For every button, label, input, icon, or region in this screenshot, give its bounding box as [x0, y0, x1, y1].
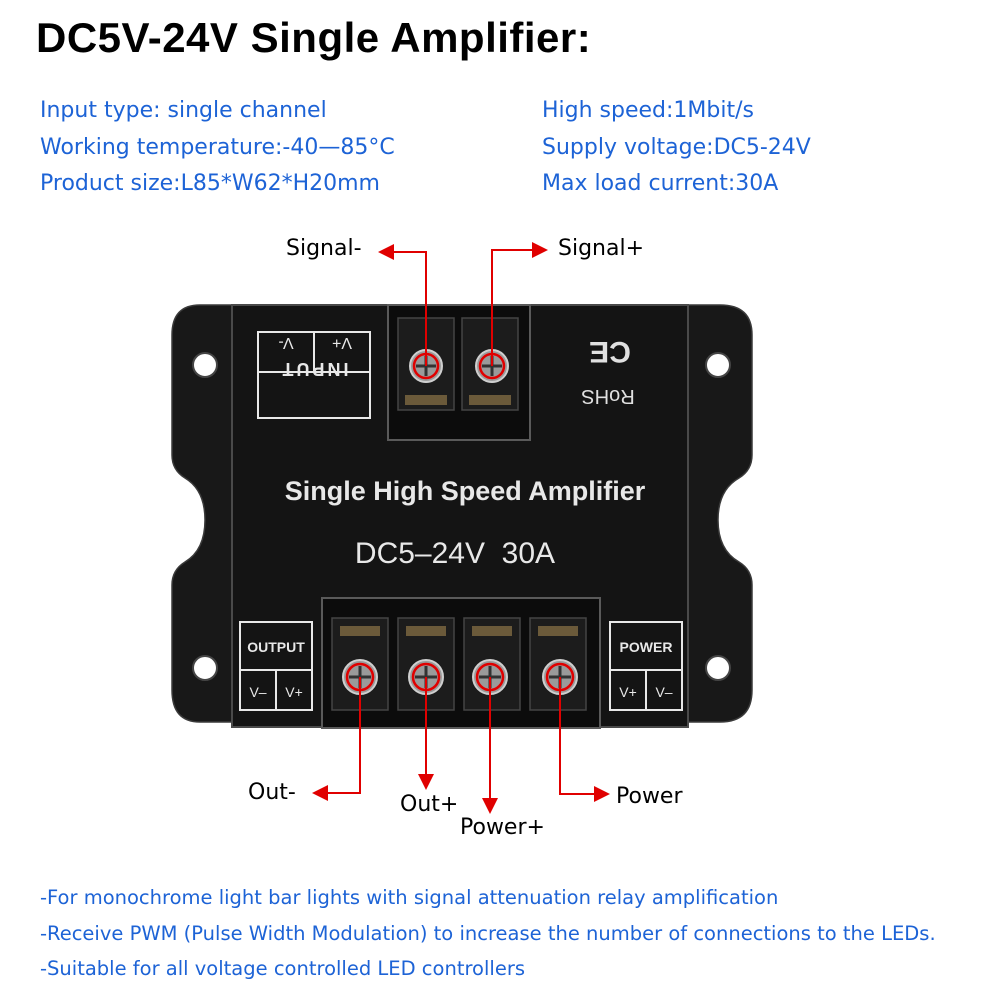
- callout-signal-plus: Signal+: [558, 236, 645, 261]
- mounting-flange-left: [171, 304, 236, 723]
- feature-note: -For monochrome light bar lights with si…: [40, 886, 779, 909]
- device-name-label: Single High Speed Amplifier: [285, 476, 646, 506]
- signal-plus-arrow-icon: [491, 242, 548, 366]
- out-minus-arrow-icon: [312, 677, 361, 801]
- spec-high-speed: High speed:1Mbit/s: [542, 98, 754, 123]
- spec-supply-voltage: Supply voltage:DC5-24V: [542, 135, 811, 160]
- feature-note: -Suitable for all voltage controlled LED…: [40, 957, 525, 980]
- spec-max-load-current: Max load current:30A: [542, 171, 779, 196]
- callout-arrows: [312, 242, 610, 814]
- callout-out-minus: Out-: [248, 780, 296, 805]
- output-v-plus: V+: [285, 684, 303, 700]
- device-rating-label: DC5–24V 30A: [355, 537, 555, 570]
- signal-minus-arrow-icon: [378, 244, 427, 366]
- mounting-flange-right: [684, 304, 753, 723]
- spec-input-type: Input type: single channel: [40, 98, 327, 123]
- signal-terminal-block: [387, 304, 531, 441]
- spec-working-temperature: Working temperature:-40—85°C: [40, 135, 395, 160]
- output-v-minus: V–: [249, 684, 266, 700]
- output-label-box: OUTPUT V– V+: [239, 621, 313, 711]
- page-title: DC5V-24V Single Amplifier:: [36, 14, 592, 61]
- callout-power-plus: Power+: [460, 815, 545, 840]
- output-label: OUTPUT: [247, 639, 305, 655]
- callout-signal-minus: Signal-: [286, 236, 362, 261]
- feature-note: -Receive PWM (Pulse Width Modulation) to…: [40, 922, 936, 945]
- spec-product-size: Product size:L85*W62*H20mm: [40, 171, 380, 196]
- input-v-plus: V+: [332, 334, 352, 351]
- input-label-box: INPUT V+ V-: [257, 331, 371, 419]
- power-label: POWER: [620, 639, 673, 655]
- power-label-box: POWER V+ V–: [609, 621, 683, 711]
- power-v-minus: V–: [655, 684, 672, 700]
- input-label: INPUT: [280, 359, 349, 379]
- callout-power: Power: [616, 784, 683, 809]
- power-v-plus: V+: [619, 684, 637, 700]
- ce-mark: CE: [589, 335, 631, 368]
- input-v-minus: V-: [278, 334, 293, 351]
- callout-out-plus: Out+: [400, 792, 459, 817]
- power-arrow-icon: [559, 677, 610, 802]
- rohs-mark: RoHS: [581, 385, 634, 407]
